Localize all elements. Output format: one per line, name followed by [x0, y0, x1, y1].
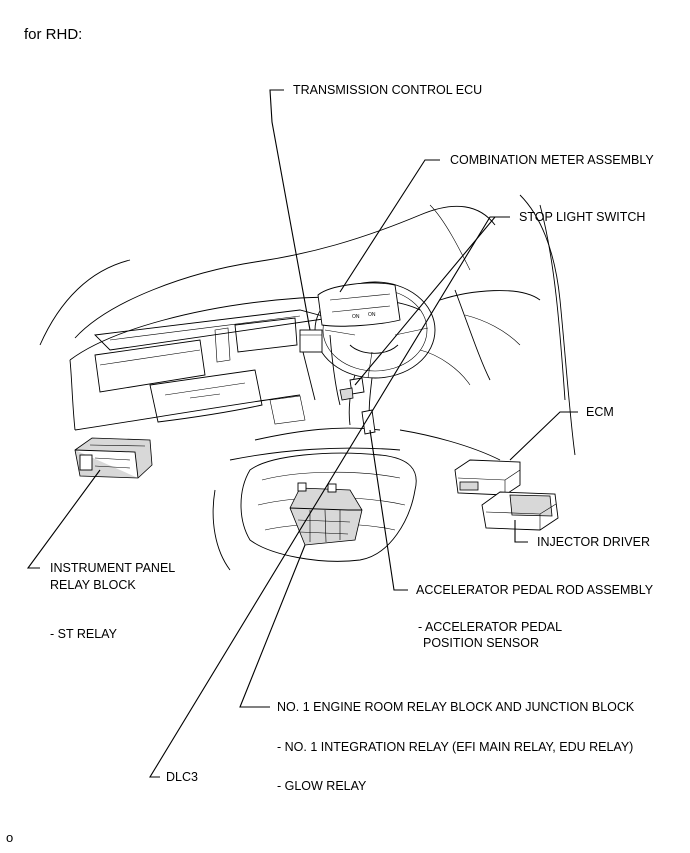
label-transmission-control-ecu: TRANSMISSION CONTROL ECU [293, 83, 483, 97]
label-st-relay: - ST RELAY [50, 627, 117, 641]
label-combination-meter-assembly: COMBINATION METER ASSEMBLY [450, 153, 654, 167]
label-ecm: ECM [586, 405, 614, 419]
label-integration-relay: - NO. 1 INTEGRATION RELAY (EFI MAIN RELA… [277, 740, 634, 754]
label-glow-relay: - GLOW RELAY [277, 779, 367, 793]
label-accelerator-pedal: - ACCELERATOR PEDAL [418, 620, 563, 634]
figure-code: o [6, 830, 14, 845]
label-stop-light-switch: STOP LIGHT SWITCH [519, 210, 646, 224]
label-position-sensor: POSITION SENSOR [423, 636, 539, 650]
label-injector-driver: INJECTOR DRIVER [537, 535, 650, 549]
label-dlc3: DLC3 [166, 770, 198, 784]
label-relay-block: RELAY BLOCK [50, 578, 136, 592]
label-instrument-panel: INSTRUMENT PANEL [50, 561, 176, 575]
label-accelerator-pedal-rod-assembly: ACCELERATOR PEDAL ROD ASSEMBLY [416, 583, 654, 597]
svg-text:ON: ON [352, 314, 360, 320]
label-engine-room-relay-block: NO. 1 ENGINE ROOM RELAY BLOCK AND JUNCTI… [277, 700, 635, 714]
svg-text:ON: ON [368, 312, 376, 318]
page-title: for RHD: [24, 26, 83, 43]
